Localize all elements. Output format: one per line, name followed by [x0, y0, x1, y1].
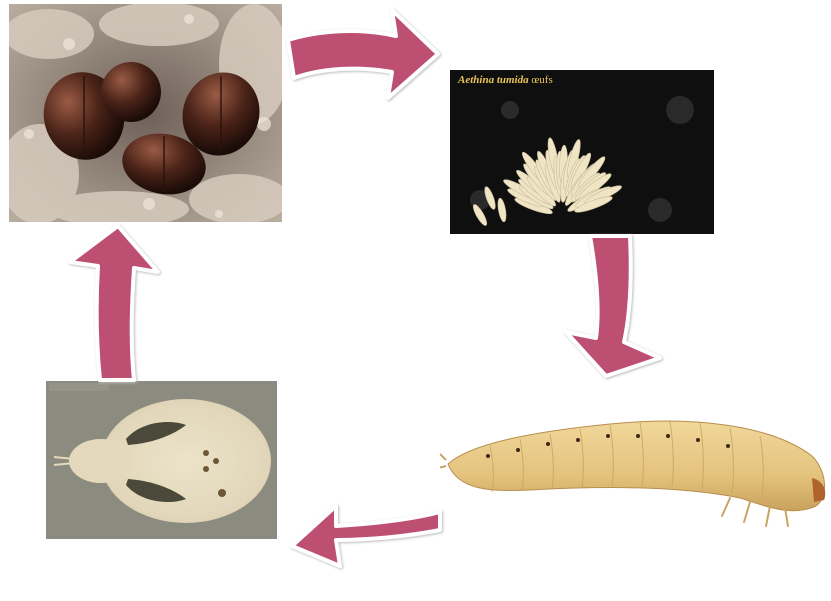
- arrow-pupa-to-adults: [70, 226, 158, 380]
- arrow-adults-to-eggs: [288, 10, 438, 98]
- arrow-eggs-to-larva: [566, 236, 660, 376]
- arrow-larva-to-pupa: [292, 506, 440, 566]
